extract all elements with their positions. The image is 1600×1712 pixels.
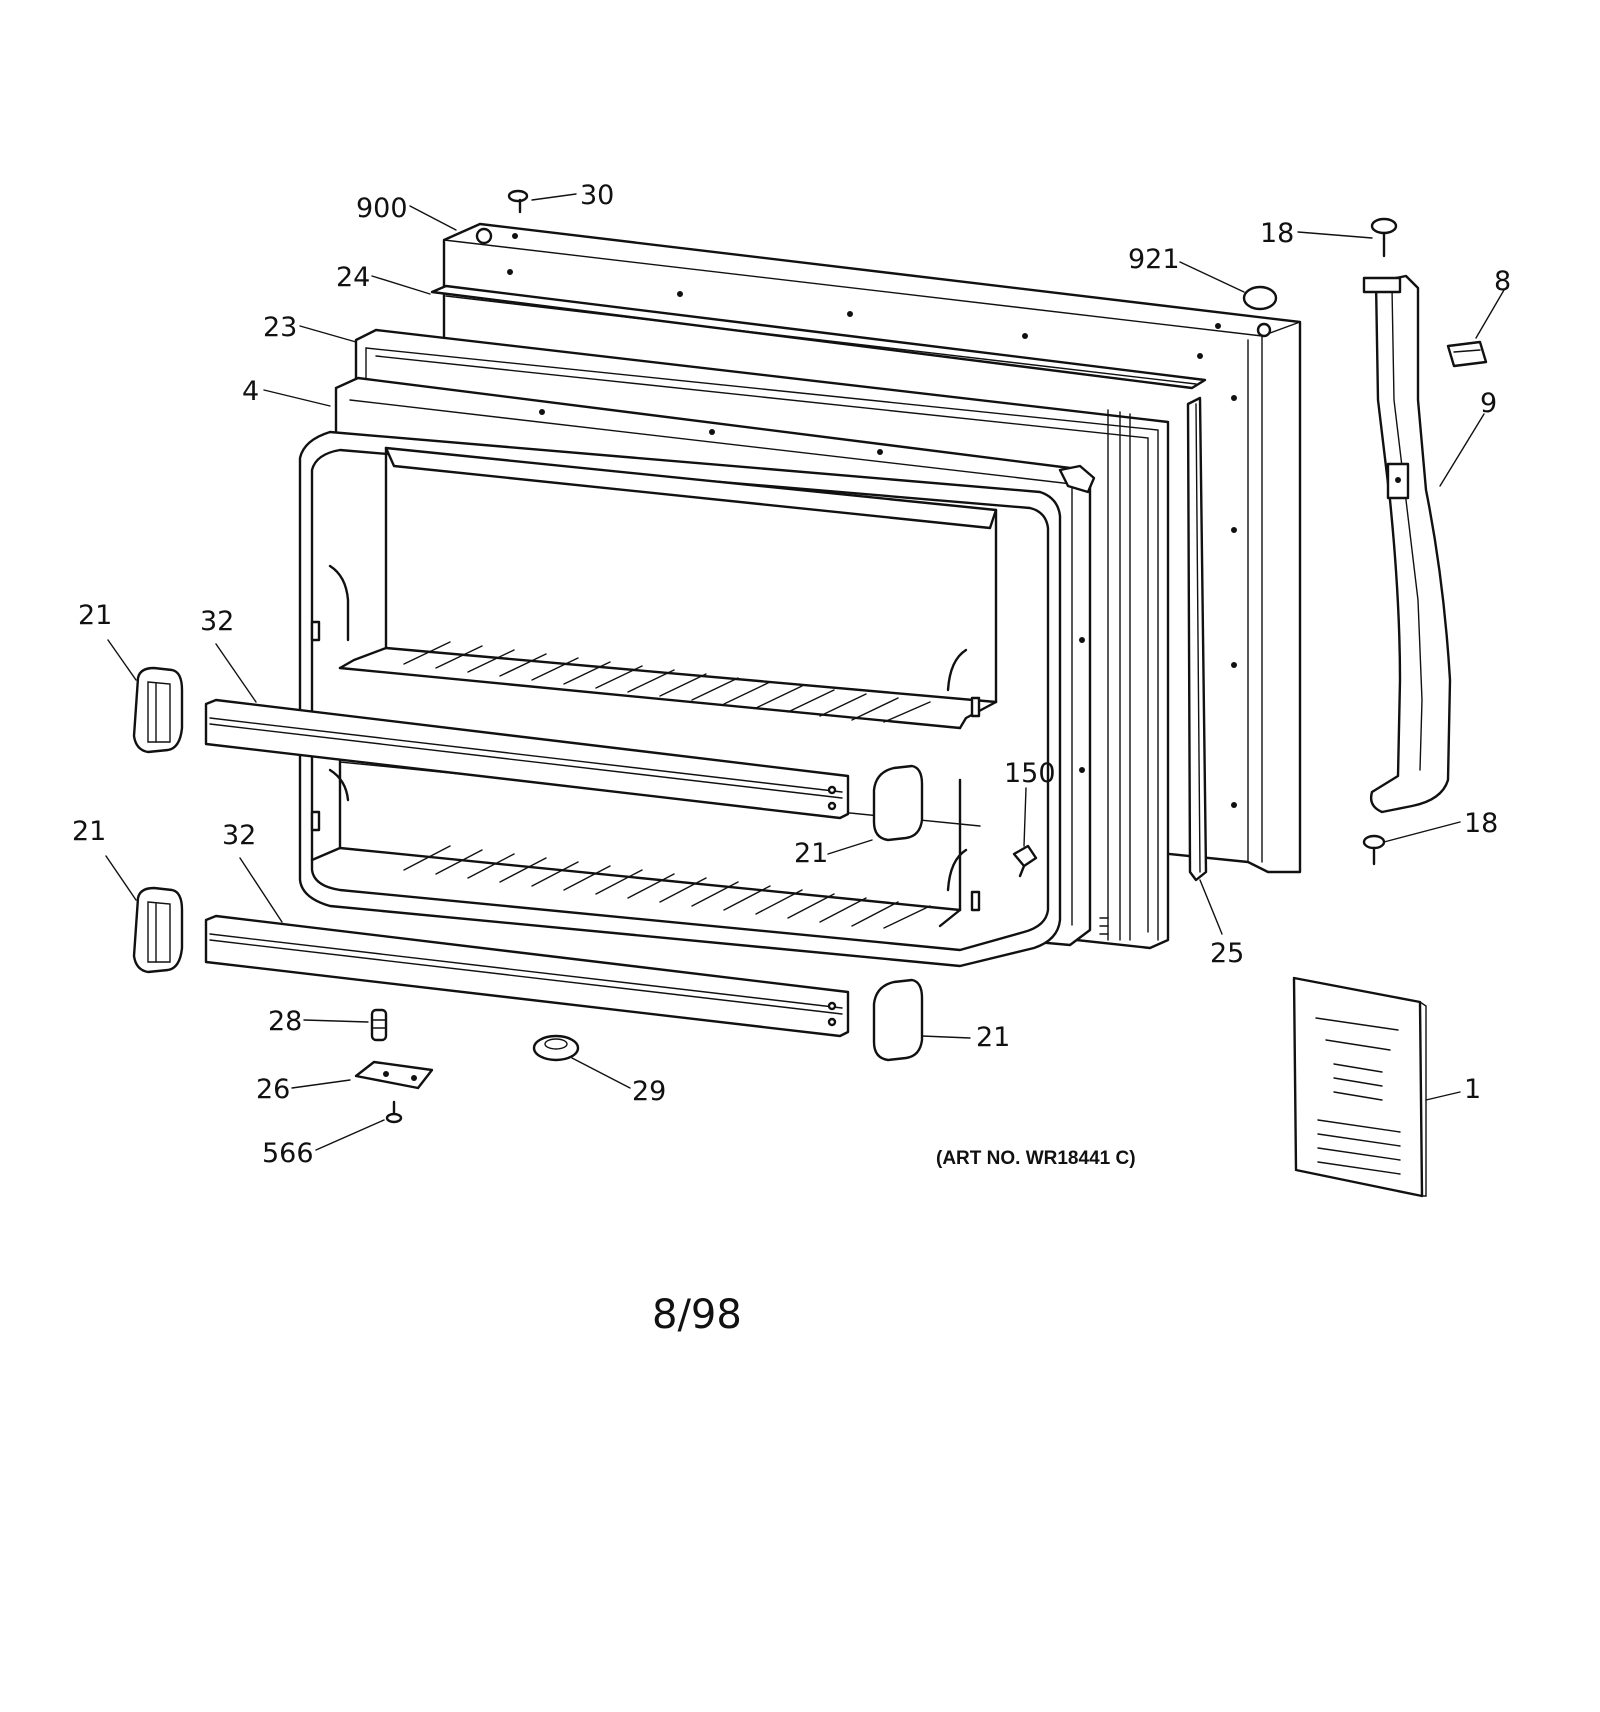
callout-21-mid: 21 [794,838,828,869]
callout-4: 4 [242,376,259,407]
callout-18-bottom: 18 [1464,808,1498,839]
part-plug-button [1242,285,1278,311]
callout-26: 26 [256,1074,290,1105]
part-handle-screw-bottom [1362,834,1386,866]
shelf-ribs-lower [403,845,931,929]
callout-labels: 900 30 24 23 4 921 18 8 9 18 21 32 21 32… [72,180,1511,1169]
part-handle-clip [1446,340,1488,368]
part-inner-door-liner [298,430,1062,968]
shelf-ribs-upper [403,641,931,723]
part-end-cap-mid [872,764,924,842]
part-end-cap-bottom-right [872,978,924,1062]
part-top-trim-strip [430,284,1207,390]
callout-900: 900 [356,193,408,224]
callout-18-top: 18 [1260,218,1294,249]
part-shelf-rail-upper [204,698,850,820]
part-hinge-pin [370,1008,388,1042]
part-owners-manual [1292,976,1427,1198]
callout-32-upper: 32 [200,606,234,637]
part-end-cap-left-lower [132,886,184,974]
callout-32-lower: 32 [222,820,256,851]
callout-8: 8 [1494,266,1511,297]
callout-28: 28 [268,1006,302,1037]
callout-1: 1 [1464,1074,1481,1105]
date-code: 8/98 [652,1292,742,1338]
callout-566: 566 [262,1138,314,1169]
callout-23: 23 [263,312,297,343]
gasket-ribs [1099,917,1109,935]
part-hinge-plate [354,1060,434,1090]
callout-921: 921 [1128,244,1180,275]
callout-21-left-lower: 21 [72,816,106,847]
part-door-side-seal [1186,396,1208,882]
callout-21-left-upper: 21 [78,600,112,631]
callout-9: 9 [1480,388,1497,419]
part-handle-screw-top [1370,217,1398,258]
callout-21-bottom-right: 21 [976,1022,1010,1053]
leader-lines [105,193,1505,1151]
part-hinge-screw [385,1100,403,1124]
part-shelf-rail-lower [204,914,850,1038]
art-number: (ART NO. WR18441 C) [936,1148,1136,1169]
callout-24: 24 [336,262,370,293]
callout-29: 29 [632,1076,666,1107]
callout-30: 30 [580,180,614,211]
part-door-stop-screw [1012,844,1038,878]
callout-150: 150 [1004,758,1056,789]
part-door-handle [1362,274,1452,814]
part-top-screw [507,189,529,214]
part-end-cap-left-upper [132,666,184,754]
part-bumper [532,1034,580,1062]
callout-25: 25 [1210,938,1244,969]
